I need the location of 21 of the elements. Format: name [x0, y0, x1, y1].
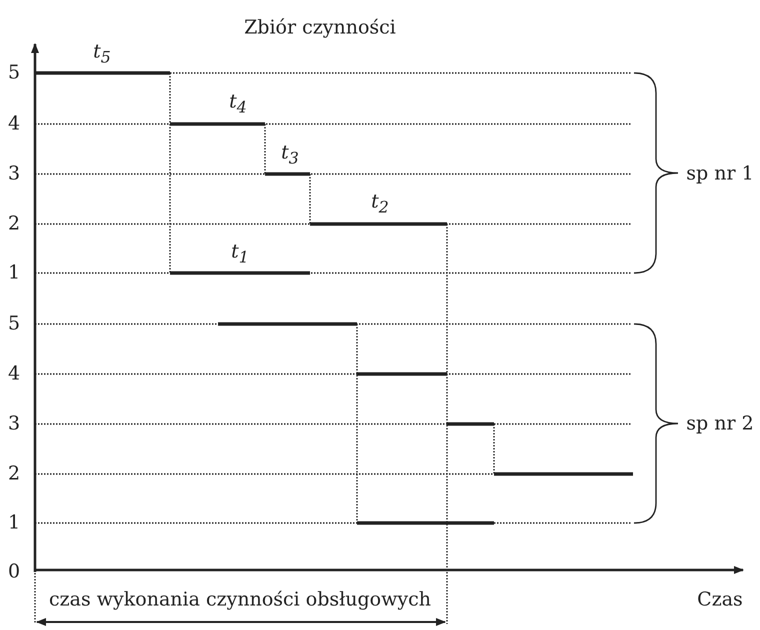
dimension-label: czas wykonania czynności obsługowych	[49, 590, 431, 610]
task-label: t$_{1}$	[231, 242, 249, 266]
tick-label: 3	[8, 164, 20, 184]
tick-label: 2	[8, 214, 20, 234]
tick-label: 3	[8, 414, 20, 434]
task-label: t$_{5}$	[93, 42, 111, 66]
tick-label: 4	[8, 114, 20, 134]
tick-label: 1	[8, 514, 20, 532]
tick-label: 4	[8, 364, 20, 384]
tick-label: 5	[8, 314, 20, 334]
brace-label: sp nr 2	[686, 414, 754, 434]
tick-label: 1	[8, 264, 20, 282]
axis-title: Czas	[697, 590, 743, 610]
tick-label: 5	[8, 64, 20, 82]
brace-label: sp nr 1	[686, 164, 754, 184]
task-label: t$_{3}$	[281, 144, 299, 166]
task-label: t$_{2}$	[371, 192, 389, 216]
tick-label: 0	[8, 562, 20, 582]
tick-label: 2	[8, 464, 20, 484]
axis-title: Zbiór czynności	[244, 18, 396, 38]
task-label: t$_{4}$	[229, 92, 247, 116]
